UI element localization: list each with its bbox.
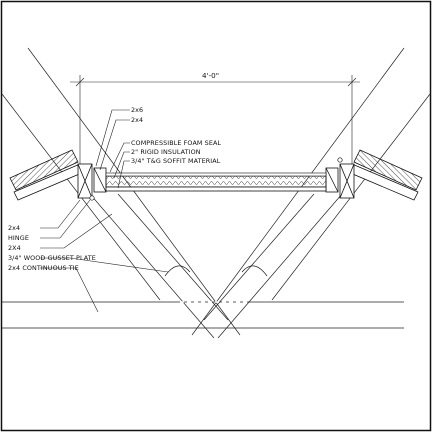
label-2x4-web: 2X4 bbox=[8, 244, 21, 252]
soffit-material bbox=[105, 186, 327, 192]
dimension-label: 4'-0" bbox=[202, 71, 219, 80]
label-2x4-bottom: 2x4 bbox=[8, 224, 20, 232]
label-continuous-tie: 2x4 CONTINUOUS TIE bbox=[8, 264, 79, 272]
leader-lines bbox=[40, 109, 169, 313]
hatch-panel bbox=[105, 172, 327, 192]
label-gusset: 3/4" WOOD GUSSET PLATE bbox=[8, 254, 96, 262]
lower-labels: 2x4 HINGE 2X4 3/4" WOOD GUSSET PLATE 2x4… bbox=[8, 224, 96, 272]
label-rigid-insulation: 2" RIGID INSULATION bbox=[131, 148, 201, 156]
label-hinge: HINGE bbox=[8, 234, 29, 242]
right-hinge bbox=[337, 157, 343, 163]
rigid-insulation bbox=[105, 175, 327, 188]
gusset-plate bbox=[164, 265, 268, 277]
right-roof-panel bbox=[347, 149, 423, 201]
continuous-tie bbox=[2, 301, 404, 329]
dimension-line bbox=[70, 75, 360, 170]
web-members bbox=[89, 193, 343, 339]
left-hinge bbox=[89, 195, 95, 201]
label-2x4-top: 2x4 bbox=[131, 116, 143, 124]
upper-labels: 2x6 2x4 COMPRESSIBLE FOAM SEAL 2" RIGID … bbox=[131, 106, 221, 165]
foam-seal bbox=[105, 172, 327, 177]
rafter-lines bbox=[1, 47, 431, 336]
label-2x6: 2x6 bbox=[131, 106, 143, 114]
left-2x6-block bbox=[77, 163, 107, 199]
right-2x6-block bbox=[325, 163, 355, 199]
left-roof-panel bbox=[9, 149, 85, 201]
label-foam-seal: COMPRESSIBLE FOAM SEAL bbox=[131, 139, 221, 147]
label-soffit: 3/4" T&G SOFFIT MATERIAL bbox=[131, 157, 221, 165]
